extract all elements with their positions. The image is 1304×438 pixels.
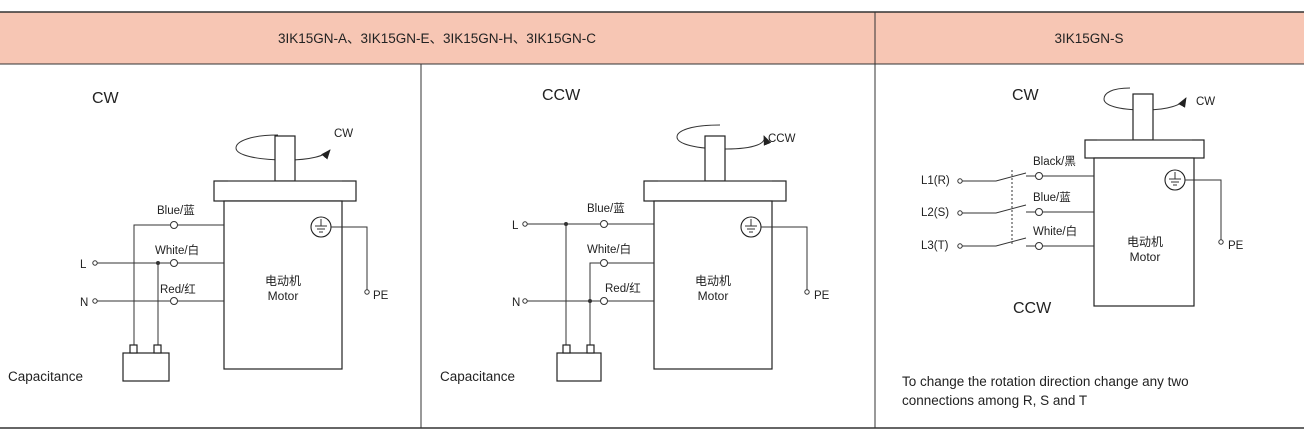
rotation-arrow (235, 134, 331, 161)
wire-blue-label: Blue/蓝 (587, 202, 625, 215)
pe-label: PE (373, 290, 389, 302)
motor-label-en: Motor (1130, 250, 1161, 264)
wire-red-label: Red/红 (160, 283, 196, 296)
rotation-arrow (676, 124, 772, 150)
wire-white-label: White/白 (1033, 224, 1077, 238)
wire-blue-label: Blue/蓝 (1033, 191, 1071, 204)
capacitor (556, 352, 602, 382)
motor-label-cn: 电动机 (265, 274, 301, 288)
motor-shaft (274, 135, 296, 182)
rotation-label: CCW (768, 133, 796, 145)
rotation-arrow (1103, 87, 1187, 111)
rotation-note-line2: connections among R, S and T (902, 393, 1087, 408)
motor-flange (643, 180, 787, 202)
capacitance-label: Capacitance (8, 369, 83, 384)
pe-label: PE (814, 290, 830, 302)
header-band (0, 12, 1304, 64)
wire-blue-label: Blue/蓝 (157, 204, 195, 217)
panel-ccw-direction: CCW (542, 87, 581, 104)
wire-white-label: White/白 (155, 243, 199, 257)
terminal-l3: L3(T) (921, 240, 949, 252)
rotation-label: CW (1196, 96, 1215, 108)
capacitance-label: Capacitance (440, 369, 515, 384)
header-left-title: 3IK15GN-A、3IK15GN-E、3IK15GN-H、3IK15GN-C (278, 31, 596, 46)
panel-ccw: CCW CCW 电动机 Motor PE Blue/蓝 L White/白 Re… (440, 87, 830, 384)
motor-label-cn: 电动机 (1127, 235, 1163, 249)
motor-flange (213, 180, 357, 202)
capacitor (122, 352, 170, 382)
motor-shaft (704, 135, 726, 182)
panel-s-direction-ccw: CCW (1013, 300, 1052, 317)
wire-black-label: Black/黑 (1033, 155, 1076, 168)
table-frame: 3IK15GN-A、3IK15GN-E、3IK15GN-H、3IK15GN-C … (0, 11, 1304, 429)
panel-cw: CW CW 电动机 Motor PE Blue/蓝 White/白 L Red/… (8, 90, 389, 384)
motor-shaft (1132, 93, 1154, 141)
header-right-title: 3IK15GN-S (1054, 31, 1123, 46)
motor-label-cn: 电动机 (695, 274, 731, 288)
motor-label-en: Motor (698, 289, 729, 303)
panel-cw-direction: CW (92, 90, 120, 107)
wire-red-label: Red/红 (605, 282, 641, 295)
terminal-n: N (80, 297, 88, 309)
wire-white-label: White/白 (587, 242, 631, 256)
panel-three-phase: CW CW 电动机 Motor PE Black/黑 Blue/蓝 White/… (902, 87, 1244, 408)
panel-s-direction-cw: CW (1012, 87, 1040, 104)
terminal-l1: L1(R) (921, 175, 950, 187)
terminal-l: L (512, 220, 519, 232)
rotation-note-line1: To change the rotation direction change … (902, 374, 1189, 389)
pe-label: PE (1228, 240, 1244, 252)
motor-flange (1084, 139, 1205, 159)
terminal-n: N (512, 297, 520, 309)
motor-label-en: Motor (268, 289, 299, 303)
terminal-l: L (80, 259, 87, 271)
terminal-l2: L2(S) (921, 207, 949, 219)
rotation-label: CW (334, 128, 353, 140)
